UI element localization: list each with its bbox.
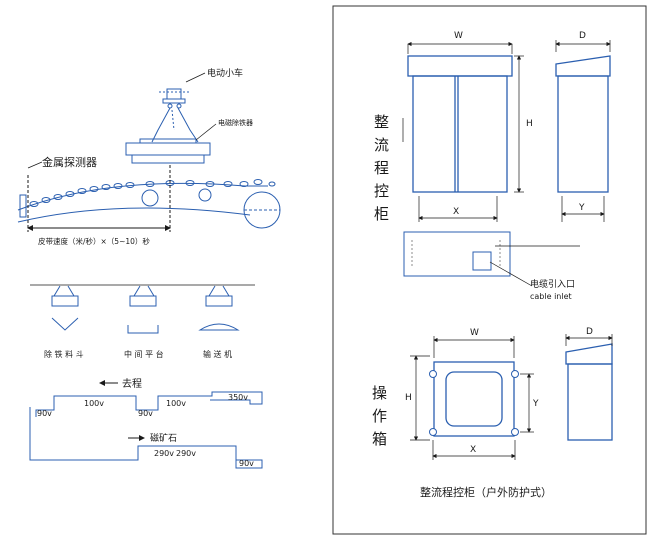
cable-inlet-cn: 电缆引入口 <box>530 278 575 290</box>
dim-w-cabinet: W <box>454 31 463 41</box>
svg-text:程: 程 <box>374 159 389 177</box>
dim-h-box: H <box>405 393 412 403</box>
voltage-100v-a: 100v <box>84 399 104 408</box>
mode-label-hopper: 除 铁 料 斗 <box>44 349 84 359</box>
mode-conveyor <box>198 285 240 331</box>
rectifier-cabinet-side <box>555 55 611 193</box>
separator-label: 电磁除铁器 <box>218 118 253 127</box>
dim-y-box: Y <box>532 399 539 409</box>
mounting-bolts <box>429 370 519 436</box>
svg-text:整: 整 <box>374 113 389 131</box>
rectifier-cabinet-front <box>407 55 513 193</box>
trolley-label: 电动小车 <box>207 67 243 79</box>
svg-text:作: 作 <box>372 407 387 425</box>
dim-d-box: D <box>586 327 593 337</box>
svg-text:柜: 柜 <box>374 205 389 223</box>
dim-x-box: X <box>470 445 476 455</box>
cable-inlet-en: cable inlet <box>530 292 572 301</box>
return-trip-label: 磁矿石 <box>150 432 177 444</box>
dim-x-cabinet: X <box>453 207 459 217</box>
operation-box-title: 操 作 箱 <box>372 384 387 448</box>
speed-formula: 皮带速度（米/秒）×（5~10）秒 <box>38 236 150 246</box>
svg-text:控: 控 <box>374 182 389 200</box>
voltage-90v-b: 90v <box>138 409 153 418</box>
mode-iron-hopper <box>51 285 79 331</box>
conveyor-diagram <box>17 88 281 232</box>
mode-middle-platform <box>127 285 159 334</box>
voltage-350v: 350v <box>228 393 248 402</box>
dim-h-cabinet: H <box>526 119 533 129</box>
svg-text:流: 流 <box>374 136 389 154</box>
magnetic-separator <box>125 138 211 164</box>
electric-trolley <box>159 88 190 109</box>
svg-text:操: 操 <box>372 384 387 402</box>
ore-pieces <box>29 179 276 207</box>
operation-box-side <box>565 343 613 441</box>
voltage-90v-a: 90v <box>37 409 52 418</box>
rectifier-title: 整 流 程 控 柜 <box>374 113 389 223</box>
right-panel-frame <box>332 5 647 535</box>
timing-diagram <box>29 391 263 469</box>
dim-w-box: W <box>470 328 479 338</box>
outdoor-caption: 整流程控柜（户外防护式） <box>420 485 552 499</box>
voltage-100v-b: 100v <box>166 399 186 408</box>
conveyor-belt <box>17 182 268 211</box>
operation-box-front <box>433 361 515 437</box>
svg-text:箱: 箱 <box>372 430 387 448</box>
dim-y-cabinet: Y <box>578 203 585 213</box>
dim-d-cabinet: D <box>579 31 586 41</box>
metal-detector <box>19 194 27 218</box>
cabinet-bottom-view <box>403 231 511 277</box>
go-trip-label: 去程 <box>122 378 142 390</box>
voltage-290v-b: 290v <box>176 449 196 458</box>
detector-label: 金属探测器 <box>42 155 97 169</box>
voltage-90v-c: 90v <box>239 459 254 468</box>
voltage-290v-a: 290v <box>154 449 174 458</box>
mode-label-platform: 中 间 平 台 <box>124 349 164 359</box>
mode-label-conveyor: 输 送 机 <box>203 349 232 359</box>
